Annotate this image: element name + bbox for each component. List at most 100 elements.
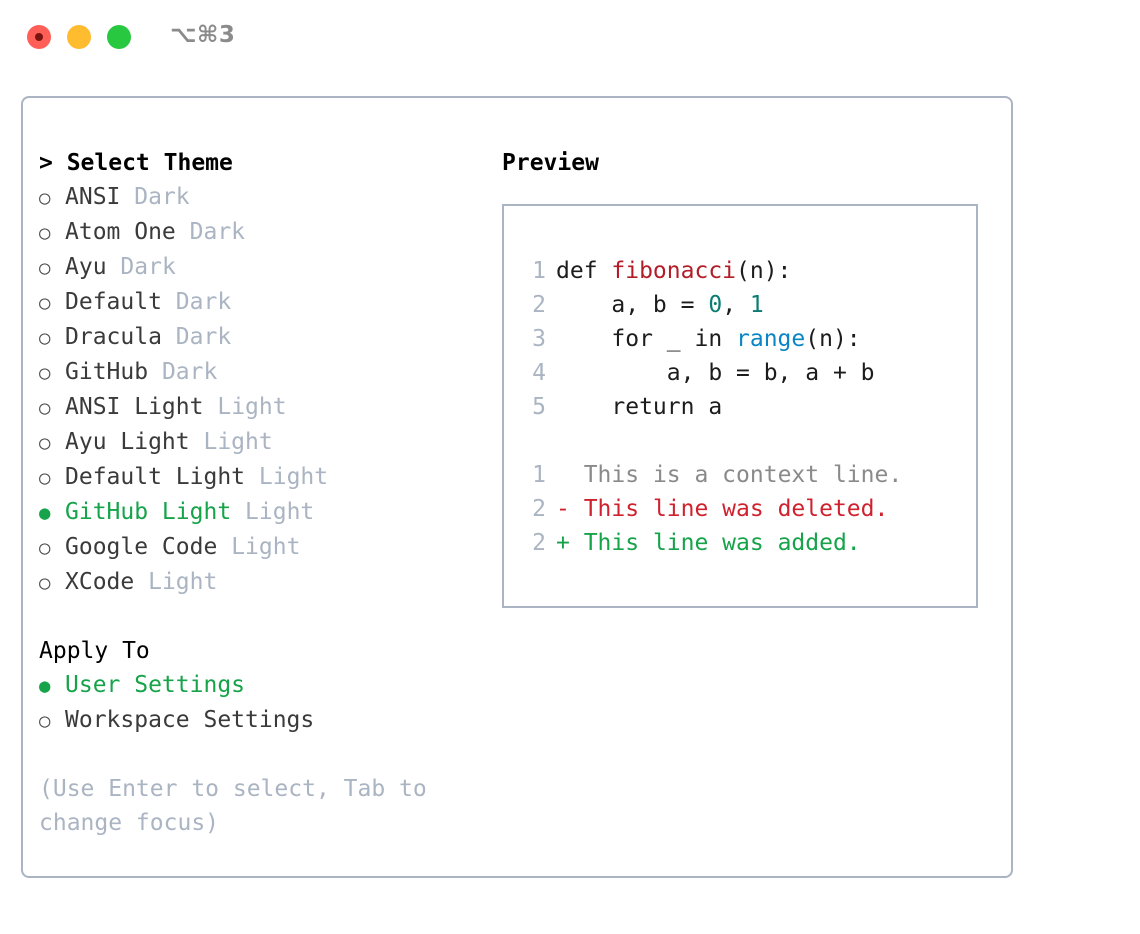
window-controls xyxy=(27,25,131,49)
apply-to-list: ●User Settings ○ Workspace Settings xyxy=(39,668,489,738)
diff-text: This line was added. xyxy=(569,530,861,556)
code-line-number: 3 xyxy=(532,326,546,352)
radio-unselected-icon: ○ xyxy=(39,397,51,419)
theme-variant-badge: Light xyxy=(245,499,315,525)
theme-option-ansi-light[interactable]: ○ANSI Light Light xyxy=(39,390,489,425)
theme-option-label: Dracula xyxy=(65,324,162,350)
code-token-plain: (n): xyxy=(805,326,861,352)
radio-unselected-icon: ○ xyxy=(39,537,51,559)
code-line-number: 5 xyxy=(532,394,546,420)
theme-list: ○ANSI Dark○Atom One Dark○Ayu Dark○Defaul… xyxy=(39,180,489,600)
code-token-builtin: range xyxy=(736,326,806,352)
theme-variant-badge: Light xyxy=(258,464,329,490)
code-token-fn: fibonacci xyxy=(611,258,737,284)
close-button-icon[interactable] xyxy=(27,25,51,49)
label-gap xyxy=(162,320,176,354)
theme-option-label: Atom One xyxy=(65,219,176,245)
theme-variant-badge: Light xyxy=(203,429,273,455)
diff-marker: + xyxy=(556,530,570,556)
theme-option-ayu-light[interactable]: ○ Ayu Light Light xyxy=(39,425,489,460)
main-panel: > Select Theme ○ANSI Dark○Atom One Dark○… xyxy=(21,96,1013,878)
label-gap xyxy=(134,565,148,599)
diff-text: This is a context line. xyxy=(569,462,903,488)
diff-line-add: 2+ This line was added. xyxy=(504,526,976,560)
radio-unselected-icon: ○ xyxy=(39,187,51,209)
radio-selected-icon: ● xyxy=(39,502,51,524)
keyboard-hint-text: (Use Enter to select, Tab to change focu… xyxy=(39,776,441,836)
diff-line-del: 2- This line was deleted. xyxy=(504,492,976,526)
theme-option-ansi[interactable]: ○ ANSI Dark xyxy=(39,180,489,215)
radio-selected-icon: ● xyxy=(39,675,51,697)
code-diff-gap xyxy=(504,424,976,458)
theme-option-label: Google Code xyxy=(65,534,218,560)
theme-variant-badge: Dark xyxy=(175,324,232,350)
label-gap xyxy=(217,530,231,564)
radio-unselected-icon: ○ xyxy=(39,362,51,384)
theme-option-ayu[interactable]: ○ Ayu Dark xyxy=(39,250,489,285)
radio-unselected-icon: ○ xyxy=(39,710,51,732)
theme-option-github[interactable]: ○ GitHub Dark xyxy=(39,355,489,390)
apply-option-user-settings[interactable]: ●User Settings xyxy=(39,668,489,703)
code-line: 2 a, b = 0, 1 xyxy=(504,288,976,322)
preview-heading: Preview xyxy=(502,150,599,176)
theme-option-label: XCode xyxy=(65,569,135,595)
theme-option-atom-one[interactable]: ○ Atom One Dark xyxy=(39,215,489,250)
diff-sample: 1 This is a context line. 2- This line wa… xyxy=(504,458,976,560)
theme-option-label: ANSI xyxy=(65,184,121,210)
label-gap xyxy=(162,285,176,319)
theme-option-google-code[interactable]: ○ Google Code Light xyxy=(39,530,489,565)
code-line-number: 4 xyxy=(532,360,546,386)
theme-option-label: Ayu xyxy=(65,254,107,280)
diff-text: This line was deleted. xyxy=(569,496,889,522)
title-bar: ⌥⌘3 xyxy=(0,0,1140,78)
theme-option-dracula[interactable]: ○ Dracula Dark xyxy=(39,320,489,355)
section-spacer xyxy=(39,600,489,634)
radio-unselected-icon: ○ xyxy=(39,432,51,454)
apply-option-workspace-settings[interactable]: ○ Workspace Settings xyxy=(39,703,489,738)
code-line: 5 return a xyxy=(504,390,976,424)
theme-variant-badge: Dark xyxy=(134,184,190,210)
code-line-number: 2 xyxy=(532,292,546,318)
theme-variant-badge: Dark xyxy=(189,219,246,245)
keyboard-shortcut-label: ⌥⌘3 xyxy=(170,22,236,48)
diff-marker xyxy=(556,458,570,492)
apply-option-label: Workspace Settings xyxy=(65,707,315,733)
theme-variant-badge: Dark xyxy=(161,359,218,385)
apply-to-heading: Apply To xyxy=(39,638,150,664)
code-line: 4 a, b = b, a + b xyxy=(504,356,976,390)
theme-variant-badge: Light xyxy=(148,569,218,595)
theme-option-label: GitHub xyxy=(65,359,149,385)
label-gap xyxy=(190,425,204,459)
theme-variant-badge: Dark xyxy=(120,254,176,280)
theme-option-xcode[interactable]: ○ XCode Light xyxy=(39,565,489,600)
theme-variant-badge: Light xyxy=(231,534,301,560)
code-line: 1 def fibonacci(n): xyxy=(504,254,976,288)
zoom-button-icon[interactable] xyxy=(107,25,131,49)
diff-line-number: 1 xyxy=(532,462,546,488)
code-token-plain: def xyxy=(556,258,612,284)
theme-option-github-light[interactable]: ●GitHub Light Light xyxy=(39,495,489,530)
radio-unselected-icon: ○ xyxy=(39,327,51,349)
theme-option-default[interactable]: ○Default Dark xyxy=(39,285,489,320)
minimize-button-icon[interactable] xyxy=(67,25,91,49)
select-theme-heading: > Select Theme xyxy=(39,150,233,176)
label-gap xyxy=(231,495,245,529)
code-line: 3 for _ in range(n): xyxy=(504,322,976,356)
theme-option-default-light[interactable]: ○Default Light Light xyxy=(39,460,489,495)
theme-option-label: Ayu Light xyxy=(65,429,190,455)
code-token-plain: for _ in xyxy=(556,326,737,352)
radio-unselected-icon: ○ xyxy=(39,257,51,279)
label-gap xyxy=(120,180,134,214)
theme-variant-badge: Dark xyxy=(175,289,232,315)
label-gap xyxy=(203,390,217,424)
code-line-number: 1 xyxy=(532,258,546,284)
radio-unselected-icon: ○ xyxy=(39,222,51,244)
radio-unselected-icon: ○ xyxy=(39,572,51,594)
label-gap xyxy=(107,250,121,284)
code-token-num: 0 xyxy=(708,292,723,318)
code-token-plain: (n): xyxy=(736,258,792,284)
